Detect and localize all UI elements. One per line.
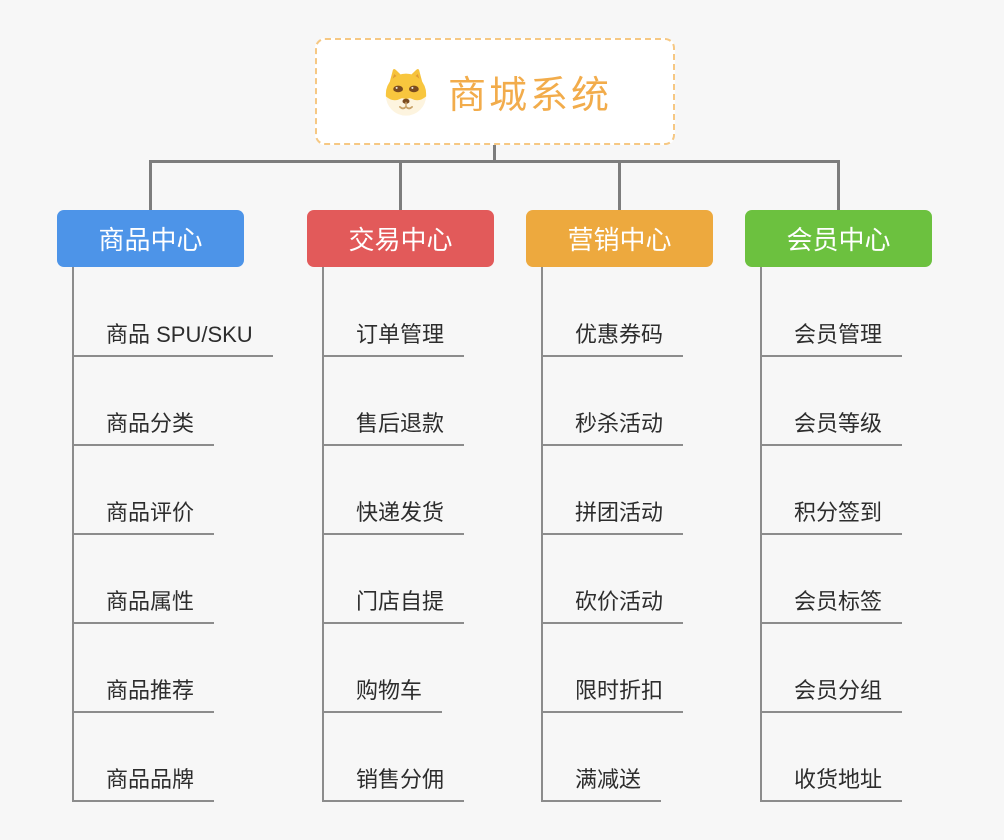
connector-drop-4 [837,160,840,210]
leaf-node[interactable]: 商品 SPU/SKU [72,315,273,357]
connector-bus [149,160,840,163]
leaf-node[interactable]: 订单管理 [322,315,465,357]
leaf-node[interactable]: 商品品牌 [72,760,215,802]
root-node[interactable]: 商城系统 [315,38,675,145]
dog-face-icon [385,68,427,116]
connector-drop-1 [149,160,152,210]
leaf-node[interactable]: 积分签到 [760,493,903,535]
leaf-node[interactable]: 门店自提 [322,582,465,624]
leaf-node[interactable]: 会员分组 [760,671,903,713]
leaf-node[interactable]: 会员管理 [760,315,903,357]
leaf-node[interactable]: 会员等级 [760,404,903,446]
branch-node-4[interactable]: 会员中心 [745,210,932,267]
leaf-node[interactable]: 商品推荐 [72,671,215,713]
branch-node-2[interactable]: 交易中心 [307,210,494,267]
connector-drop-2 [399,160,402,210]
leaf-node[interactable]: 商品分类 [72,404,215,446]
leaf-node[interactable]: 限时折扣 [541,671,684,713]
branch-node-3[interactable]: 营销中心 [526,210,713,267]
leaf-node[interactable]: 购物车 [322,671,443,713]
leaf-node[interactable]: 拼团活动 [541,493,684,535]
leaf-node[interactable]: 售后退款 [322,404,465,446]
leaf-node[interactable]: 快递发货 [322,493,465,535]
leaf-node[interactable]: 砍价活动 [541,582,684,624]
leaf-node[interactable]: 商品评价 [72,493,215,535]
leaf-node[interactable]: 商品属性 [72,582,215,624]
root-title: 商城系统 [447,75,612,117]
leaf-node[interactable]: 满减送 [541,760,662,802]
leaf-node[interactable]: 销售分佣 [322,760,465,802]
connector-drop-3 [618,160,621,210]
leaf-node[interactable]: 秒杀活动 [541,404,684,446]
leaf-node[interactable]: 优惠券码 [541,315,684,357]
branch-node-1[interactable]: 商品中心 [57,210,244,267]
leaf-node[interactable]: 会员标签 [760,582,903,624]
leaf-node[interactable]: 收货地址 [760,760,903,802]
connector-root-stub [493,145,496,161]
